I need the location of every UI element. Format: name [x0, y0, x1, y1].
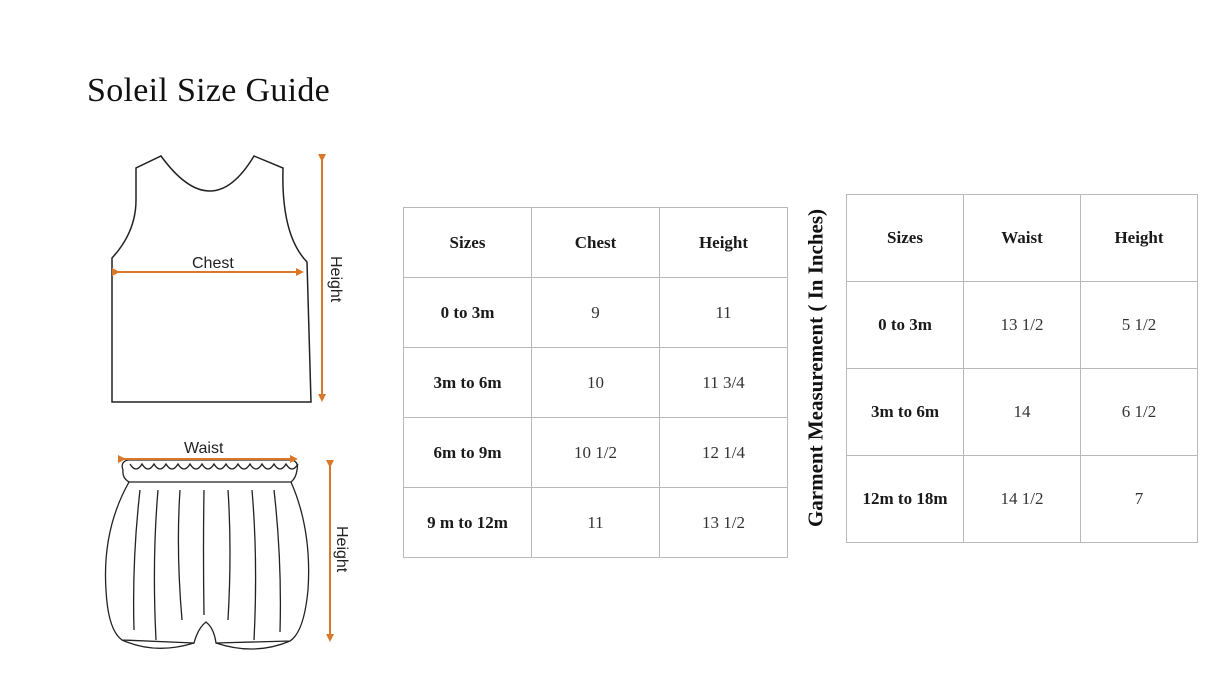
- size-cell: 0 to 3m: [403, 277, 532, 348]
- header-sizes: Sizes: [846, 194, 964, 282]
- bottom-height-label: Height: [333, 526, 350, 573]
- top-height-label: Height: [327, 256, 344, 303]
- table-row: 9 m to 12m 11 13 1/2: [403, 487, 788, 558]
- table-row: 12m to 18m 14 1/2 7: [846, 455, 1198, 543]
- height-cell: 5 1/2: [1080, 281, 1198, 369]
- table-row: 0 to 3m 9 11: [403, 277, 788, 348]
- size-cell: 3m to 6m: [403, 347, 532, 418]
- header-sizes: Sizes: [403, 207, 532, 278]
- table-row: 3m to 6m 10 11 3/4: [403, 347, 788, 418]
- size-cell: 3m to 6m: [846, 368, 964, 456]
- table-row: 0 to 3m 13 1/2 5 1/2: [846, 281, 1198, 369]
- chest-label: Chest: [192, 255, 234, 272]
- waist-label: Waist: [184, 440, 224, 457]
- page-title: Soleil Size Guide: [87, 72, 331, 109]
- size-cell: 0 to 3m: [846, 281, 964, 369]
- table-row: 6m to 9m 10 1/2 12 1/4: [403, 417, 788, 488]
- header-waist: Waist: [963, 194, 1081, 282]
- height-cell: 13 1/2: [659, 487, 788, 558]
- header-height: Height: [1080, 194, 1198, 282]
- chest-cell: 11: [531, 487, 660, 558]
- bottom-size-table: Sizes Waist Height 0 to 3m 13 1/2 5 1/2 …: [846, 194, 1198, 543]
- top-size-table: Sizes Chest Height 0 to 3m 9 11 3m to 6m…: [403, 207, 788, 558]
- height-cell: 11: [659, 277, 788, 348]
- height-cell: 12 1/4: [659, 417, 788, 488]
- garment-diagrams: Chest Height Waist Height: [104, 154, 350, 650]
- height-cell: 11 3/4: [659, 347, 788, 418]
- header-chest: Chest: [531, 207, 660, 278]
- measurement-unit-text: Garment Measurement ( In Inches): [803, 208, 828, 528]
- bloomer-outline: [104, 459, 310, 650]
- chest-cell: 9: [531, 277, 660, 348]
- size-cell: 12m to 18m: [846, 455, 964, 543]
- table-header-row: Sizes Chest Height: [403, 207, 788, 278]
- height-cell: 7: [1080, 455, 1198, 543]
- waist-cell: 14: [963, 368, 1081, 456]
- tank-top-outline: [111, 155, 312, 403]
- chest-cell: 10 1/2: [531, 417, 660, 488]
- chest-cell: 10: [531, 347, 660, 418]
- size-cell: 9 m to 12m: [403, 487, 532, 558]
- waist-cell: 14 1/2: [963, 455, 1081, 543]
- table-header-row: Sizes Waist Height: [846, 194, 1198, 282]
- size-cell: 6m to 9m: [403, 417, 532, 488]
- table-row: 3m to 6m 14 6 1/2: [846, 368, 1198, 456]
- header-height: Height: [659, 207, 788, 278]
- waist-cell: 13 1/2: [963, 281, 1081, 369]
- height-cell: 6 1/2: [1080, 368, 1198, 456]
